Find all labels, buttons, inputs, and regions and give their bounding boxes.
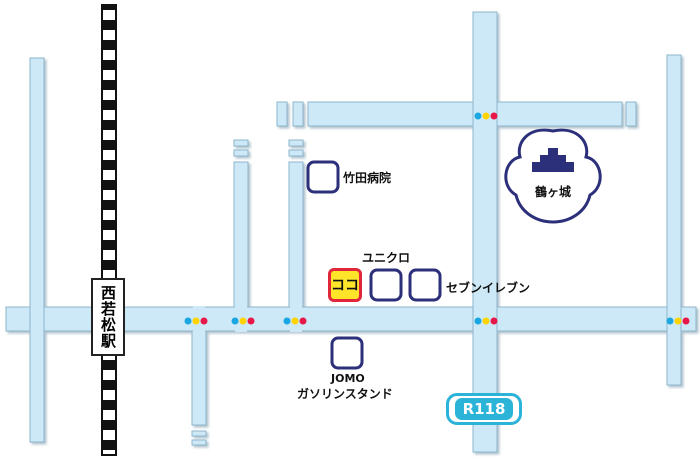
label-gas-station: ガソリンスタンド — [297, 387, 393, 401]
uniqlo-marker-icon — [369, 268, 403, 302]
route-118-label: R118 — [454, 398, 514, 420]
road-hospital-stub-2 — [288, 149, 304, 157]
road-mid-stub-1 — [233, 139, 249, 147]
road-hospital-vertical — [288, 161, 304, 308]
road-lower-stub-2 — [191, 439, 207, 446]
label-tsurugajo-castle: 鶴ヶ城 — [535, 185, 572, 199]
traffic-light-icon — [283, 317, 307, 325]
nishiwakamatsu-station-sign: 西若松駅 — [91, 278, 125, 356]
traffic-light-icon — [474, 112, 498, 120]
gas-station-marker-icon — [330, 336, 364, 370]
traffic-light-icon — [184, 317, 208, 325]
label-jomo: JOMO — [331, 372, 365, 385]
road-r118-vertical — [472, 11, 498, 453]
traffic-light-icon — [231, 317, 255, 325]
destination-coco-marker: ココ — [328, 268, 362, 302]
label-takeda-hospital: 竹田病院 — [343, 171, 392, 185]
road-upper-right-stub — [625, 101, 637, 127]
traffic-light-icon — [666, 317, 690, 325]
road-lower-stub-1 — [191, 430, 207, 437]
road-right-vertical — [666, 54, 682, 386]
route-118-badge: R118 — [446, 393, 522, 425]
castle-icon — [504, 128, 602, 224]
railway-line — [101, 4, 117, 456]
seven-eleven-marker-icon — [408, 268, 442, 302]
road-upper-left-stub-2 — [292, 101, 304, 127]
road-hospital-stub-1 — [288, 139, 304, 147]
road-mid-stub-2 — [233, 149, 249, 157]
road-upper-horizontal — [307, 101, 623, 127]
road-lower-vertical — [191, 330, 207, 426]
label-uniqlo: ユニクロ — [362, 251, 411, 265]
label-seven-eleven: セブンイレブン — [446, 281, 531, 295]
road-upper-left-stub-1 — [276, 101, 288, 127]
road-mid-vertical — [233, 161, 249, 308]
traffic-light-icon — [474, 317, 498, 325]
road-left-vertical — [29, 57, 45, 443]
hospital-marker-icon — [306, 160, 340, 194]
